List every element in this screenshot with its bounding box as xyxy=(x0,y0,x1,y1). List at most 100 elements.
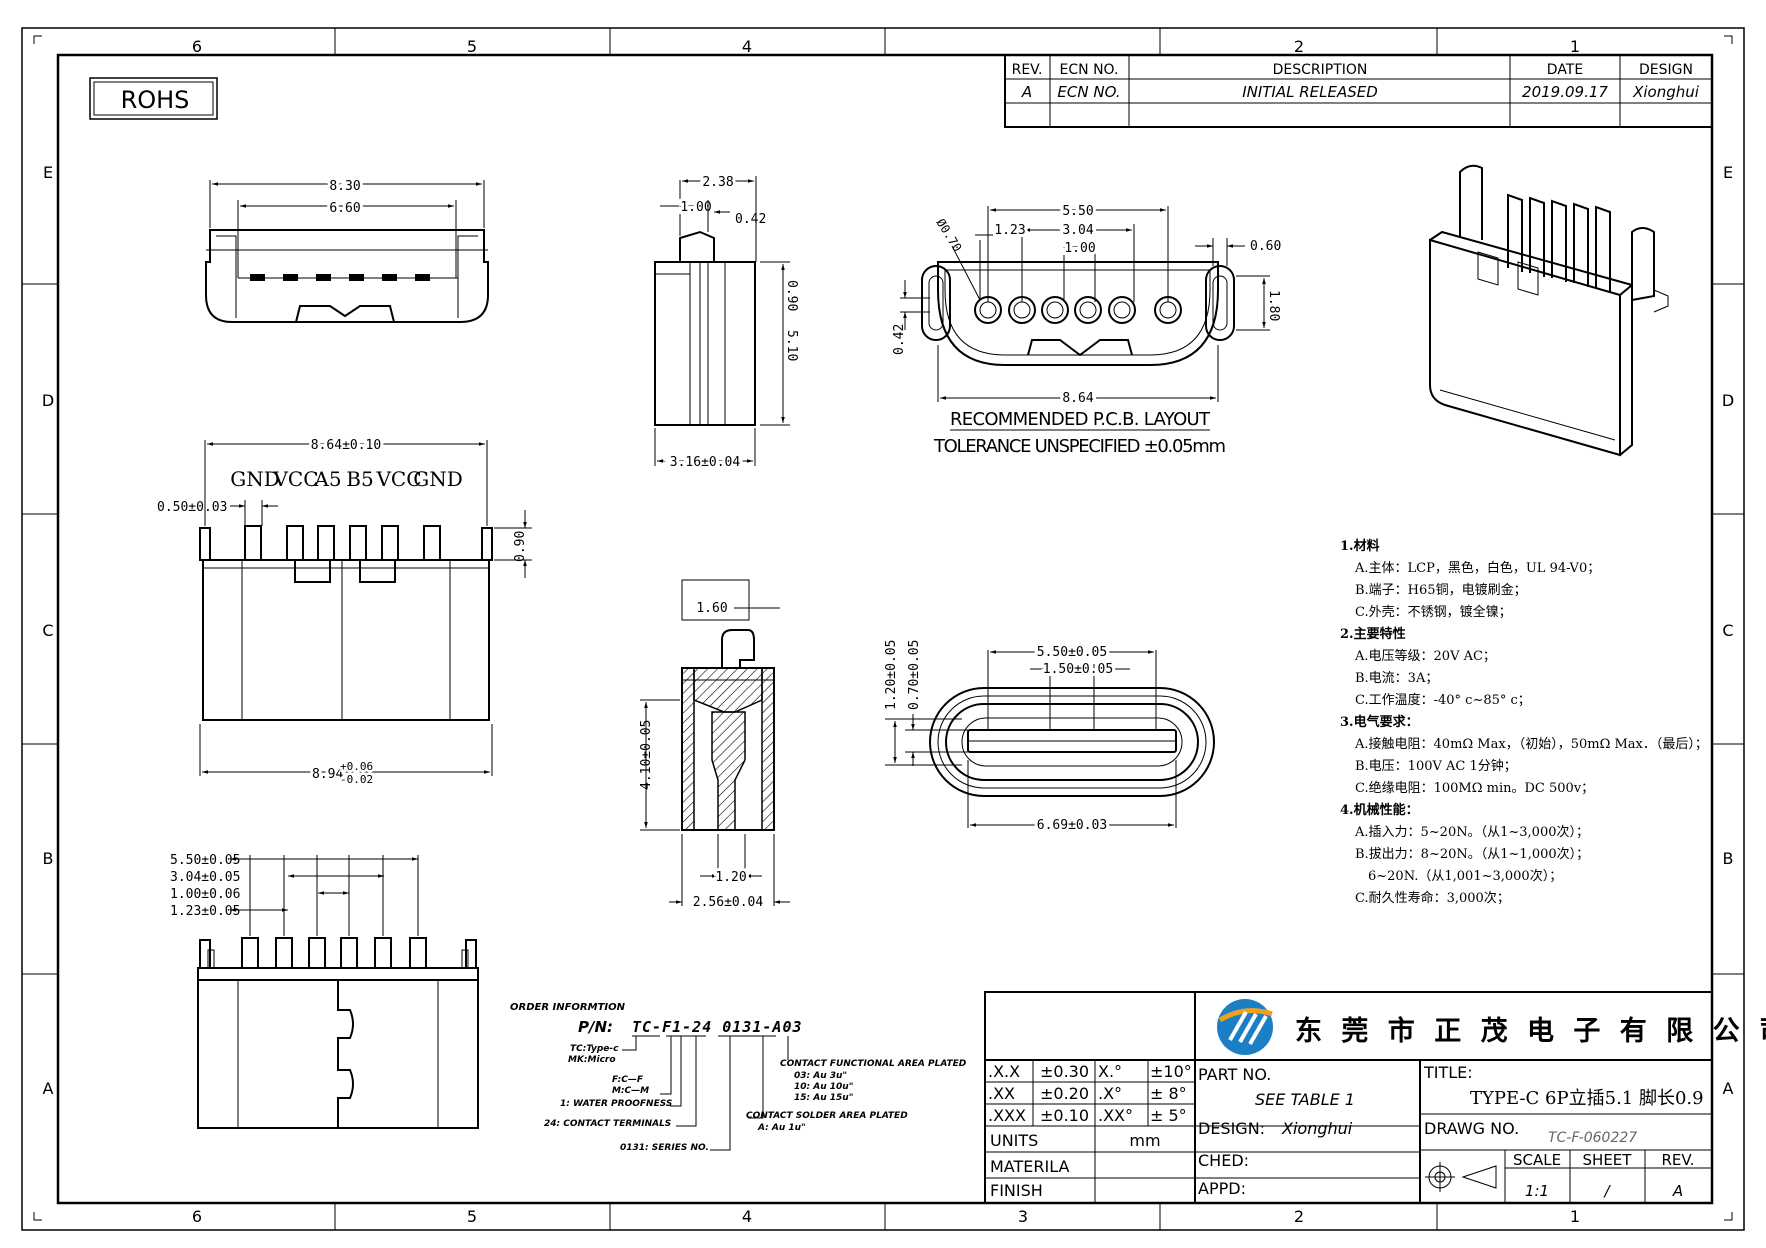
tolerance-table: .X.X ±0.30 X.° ±10° .XX ±0.20 .X° ± 8° .… xyxy=(988,1062,1192,1125)
opening-dim-0-70: 0.70±0.05 xyxy=(907,640,922,710)
drawg-no-label: DRAWG NO. xyxy=(1424,1119,1519,1138)
col-label: 6 xyxy=(192,37,202,56)
section-view: 1.60 4.10±0.05 1.20 2.56±0.04 xyxy=(639,579,790,913)
terminal-pin xyxy=(409,937,427,969)
terminal-pin xyxy=(250,274,265,281)
dim-8-30: 8.30 xyxy=(329,179,360,194)
front-dim-tol-minus: -0.02 xyxy=(340,773,373,786)
col-label: 4 xyxy=(742,1207,752,1226)
opening-dim-6-69: 6.69±0.03 xyxy=(1037,818,1107,833)
pcb-layout-title: RECOMMENDED P.C.B. LAYOUT xyxy=(950,409,1211,430)
pin-label: A5 xyxy=(313,467,341,491)
opening-dim-5-50: 5.50±0.05 xyxy=(1037,645,1107,660)
tol-label: .XXX xyxy=(988,1106,1026,1125)
pcb-pad-hole xyxy=(979,301,997,319)
top-view: 8.30 6.60 xyxy=(205,176,489,323)
pin-labels: GND VCC A5 B5 VCC GND xyxy=(230,467,463,491)
col-label: 5 xyxy=(467,37,477,56)
spec-line: C.工作温度：-40° c~85° c； xyxy=(1355,692,1531,708)
section-dim-1-60: 1.60 xyxy=(696,601,727,616)
rev-label: REV. xyxy=(1662,1151,1695,1169)
terminal-pin xyxy=(241,937,259,969)
sheet-value: / xyxy=(1602,1182,1611,1200)
spec-line: B.拔出力：8~20N。（从1~1,000次）； xyxy=(1355,846,1589,862)
terminal-pin xyxy=(381,525,399,561)
part-no-label: PART NO. xyxy=(1198,1065,1271,1084)
tol-value: ±0.10 xyxy=(1040,1106,1089,1125)
spec-line: 6~20N.（从1,001~3,000次）； xyxy=(1368,868,1562,884)
spec-line: C.外壳：不锈钢，镀全镍； xyxy=(1355,604,1512,620)
units-value: mm xyxy=(1129,1131,1160,1150)
ecn-header: ECN NO. xyxy=(1060,62,1119,78)
order-note: TC:Type-c xyxy=(570,1044,619,1054)
pn-label: P/N: xyxy=(578,1018,613,1036)
spec-line: C.耐久性寿命：3,000次； xyxy=(1355,890,1510,906)
tol-label: .XX xyxy=(988,1084,1015,1103)
spec-line: 2.主要特性 xyxy=(1340,626,1406,642)
terminal-pin xyxy=(244,525,262,561)
order-info-title: ORDER INFORMTION xyxy=(510,1002,626,1013)
pcb-dim-1-80: 1.80 xyxy=(1266,290,1281,321)
appd-label: APPD: xyxy=(1198,1179,1246,1198)
pcb-pad xyxy=(1108,296,1136,324)
dim-2-38: 2.38 xyxy=(702,175,733,190)
pn-value: TC-F1-24 0131-A03 xyxy=(632,1018,803,1036)
terminal-pin xyxy=(1507,193,1523,272)
design-label: DESIGN: xyxy=(1198,1119,1265,1138)
description-header: DESCRIPTION xyxy=(1273,62,1368,78)
col-label: 6 xyxy=(192,1207,202,1226)
col-label: 4 xyxy=(742,37,752,56)
title-label: TITLE: xyxy=(1423,1063,1473,1082)
projection-symbol-icon xyxy=(1425,1162,1497,1192)
spec-line: B.电压：100V AC 1分钟； xyxy=(1355,758,1517,774)
design-value: Xionghui xyxy=(1281,1119,1353,1138)
pcb-pad-hole xyxy=(1013,301,1031,319)
spec-line: A.插入力：5~20N。（从1~3,000次）； xyxy=(1354,824,1589,840)
row-label: A xyxy=(1723,1079,1734,1098)
rev-value: A xyxy=(1672,1182,1683,1200)
part-no-value: SEE TABLE 1 xyxy=(1255,1090,1355,1109)
spec-line: A.主体：LCP，黑色，白色，UL 94-V0； xyxy=(1354,560,1600,576)
scale-value: 1:1 xyxy=(1525,1182,1549,1200)
terminal-pin xyxy=(349,525,367,561)
spec-line: B.电流：3A； xyxy=(1355,671,1438,686)
row-label: C xyxy=(1722,621,1733,640)
pcb-dim-0-70: Ø0.70 xyxy=(933,216,964,254)
tol-value: ±0.20 xyxy=(1040,1084,1089,1103)
rev-value: A xyxy=(1021,83,1032,101)
dim-6-60: 6.60 xyxy=(329,201,360,216)
order-note: 15: Au 15u" xyxy=(794,1093,853,1103)
row-label: E xyxy=(43,163,53,182)
order-note: 1: WATER PROOFNESS xyxy=(560,1099,672,1109)
section-dim-4-10: 4.10±0.05 xyxy=(639,720,654,790)
side-view-upper: 2.38 1.00 0.42 0.90 5.10 3.16±0.04 xyxy=(654,172,799,473)
company-name: 东 莞 市 正 茂 电 子 有 限 公 司 xyxy=(1295,1015,1766,1047)
order-note: CONTACT SOLDER AREA PLATED xyxy=(746,1111,908,1121)
row-label: B xyxy=(1723,849,1734,868)
pcb-pad-hole xyxy=(1046,301,1064,319)
col-label: 5 xyxy=(467,1207,477,1226)
design-value: Xionghui xyxy=(1632,83,1700,101)
bottom-dim-1-23: 1.23±0.05 xyxy=(170,904,240,919)
dim-0-42: 0.42 xyxy=(735,212,766,227)
tol-value: ±10° xyxy=(1150,1062,1192,1081)
row-label: B xyxy=(43,849,54,868)
company-logo xyxy=(1217,999,1273,1055)
row-label: C xyxy=(42,621,53,640)
spec-line: A.接触电阻：40mΩ Max，（初始），50mΩ Max．（最后）； xyxy=(1354,736,1708,752)
column-labels-bottom: 6 5 4 3 2 1 xyxy=(192,1207,1580,1226)
pin-label: GND xyxy=(230,467,280,491)
order-note: 03: Au 3u" xyxy=(794,1071,847,1081)
terminal-pin xyxy=(1595,205,1611,292)
pcb-dim-3-04: 3.04 xyxy=(1062,223,1093,238)
pcb-pad-hole xyxy=(1079,301,1097,319)
order-note: F:C—F xyxy=(612,1075,644,1085)
title-value: TYPE-C 6P立插5.1 脚长0.9 xyxy=(1470,1088,1704,1109)
bottom-view: 5.50±0.05 3.04±0.05 1.00±0.06 1.23±0.05 xyxy=(170,853,479,1129)
tol-label: .X° xyxy=(1098,1084,1122,1103)
drawg-no-value: TC-F-060227 xyxy=(1548,1130,1637,1146)
units-label: UNITS xyxy=(990,1131,1038,1150)
terminal-pin xyxy=(1551,199,1567,282)
spec-line: 3.电气要求： xyxy=(1340,714,1419,730)
terminal-pin xyxy=(1529,196,1545,277)
